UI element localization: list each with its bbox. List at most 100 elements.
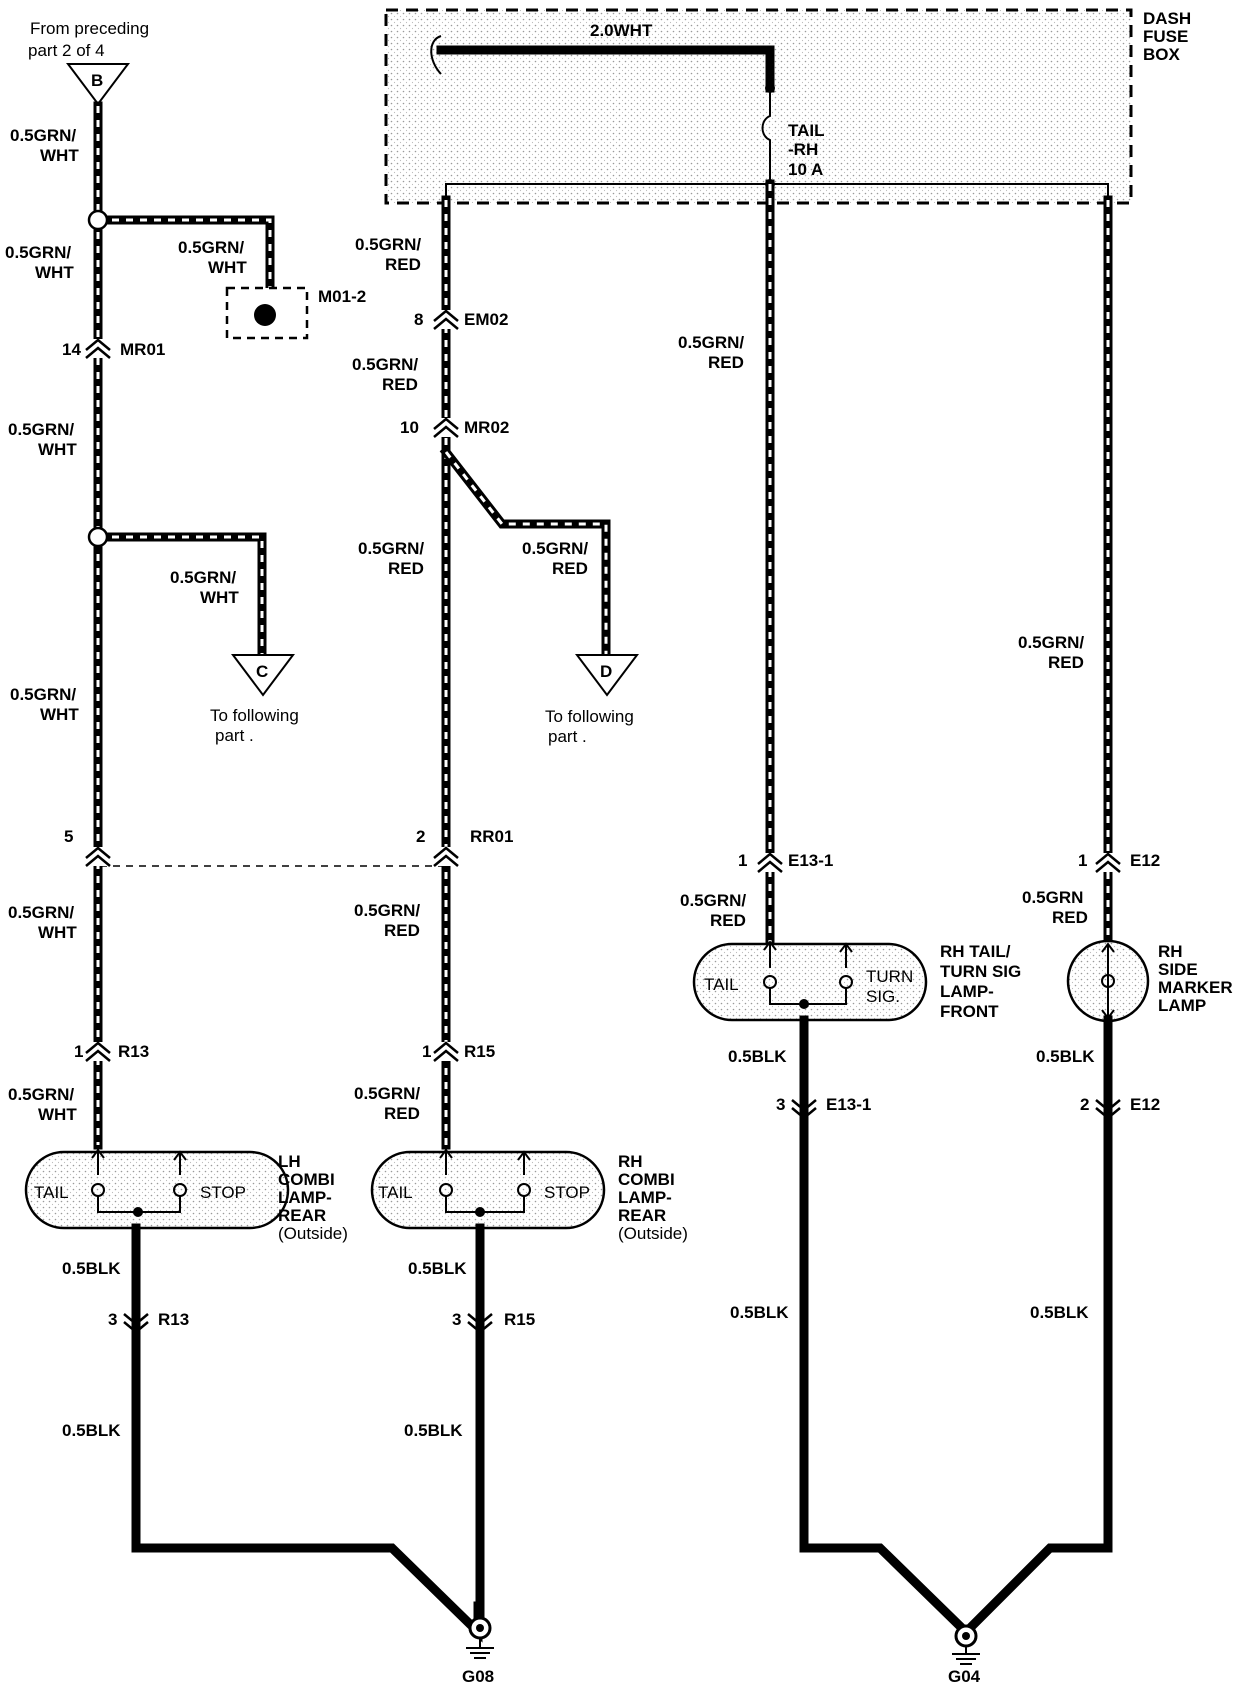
svg-text:0.5GRN/: 0.5GRN/	[354, 901, 420, 920]
wire-grn-red-side: 0.5GRN/ RED 0.5GRN RED	[1018, 195, 1113, 955]
svg-text:MR01: MR01	[120, 340, 165, 359]
svg-text:3: 3	[108, 1310, 117, 1329]
to-following-d-2: part .	[548, 727, 587, 746]
from-preceding-line2: part 2 of 4	[28, 41, 105, 60]
svg-text:TAIL: TAIL	[378, 1183, 413, 1202]
svg-text:0.5GRN/: 0.5GRN/	[8, 1085, 74, 1104]
svg-text:3: 3	[452, 1310, 461, 1329]
svg-text:RH: RH	[618, 1152, 643, 1171]
svg-text:2: 2	[416, 827, 425, 846]
svg-text:LAMP-: LAMP-	[618, 1188, 672, 1207]
svg-text:E13-1: E13-1	[826, 1095, 871, 1114]
ground-g04: G04	[948, 1624, 981, 1684]
svg-text:0.5GRN/: 0.5GRN/	[352, 355, 418, 374]
svg-text:WHT: WHT	[38, 440, 77, 459]
svg-text:14: 14	[62, 340, 81, 359]
svg-text:RED: RED	[385, 255, 421, 274]
wire-grn-red-rear	[439, 195, 611, 1150]
svg-text:0.5GRN/: 0.5GRN/	[680, 891, 746, 910]
svg-text:SIG.: SIG.	[866, 987, 900, 1006]
feed-wire	[436, 45, 775, 93]
svg-text:0.5BLK: 0.5BLK	[1030, 1303, 1089, 1322]
svg-text:0.5BLK: 0.5BLK	[62, 1421, 121, 1440]
svg-text:E13-1: E13-1	[788, 851, 833, 870]
splice-m01-2-label: M01-2	[318, 287, 366, 306]
svg-text:COMBI: COMBI	[278, 1170, 335, 1189]
svg-text:0.5BLK: 0.5BLK	[728, 1047, 787, 1066]
svg-text:RED: RED	[382, 375, 418, 394]
connector-d-label: D	[600, 662, 612, 681]
svg-text:RED: RED	[384, 921, 420, 940]
fuse-box-label-1: DASH	[1143, 9, 1191, 28]
from-preceding-ref: From preceding part 2 of 4 B	[28, 19, 149, 106]
svg-text:R13: R13	[118, 1042, 149, 1061]
svg-text:TURN: TURN	[866, 967, 913, 986]
svg-text:0.5GRN/: 0.5GRN/	[678, 333, 744, 352]
to-following-c-2: part .	[215, 726, 254, 745]
svg-text:COMBI: COMBI	[618, 1170, 675, 1189]
svg-text:RH TAIL/: RH TAIL/	[940, 942, 1011, 961]
rh-combi-lamp-rear: TAIL STOP RH COMBI LAMP- REAR (Outside)	[370, 1145, 688, 1243]
svg-text:RED: RED	[552, 559, 588, 578]
svg-text:TAIL: TAIL	[34, 1183, 69, 1202]
svg-text:R15: R15	[464, 1042, 495, 1061]
svg-text:RED: RED	[1048, 653, 1084, 672]
svg-text:0.5GRN/: 0.5GRN/	[358, 539, 424, 558]
svg-text:WHT: WHT	[35, 263, 74, 282]
rh-side-marker-lamp: RH SIDE MARKER LAMP	[1066, 939, 1233, 1023]
fuse-label-3: 10 A	[788, 160, 823, 179]
svg-text:R15: R15	[504, 1310, 535, 1329]
svg-text:1: 1	[74, 1042, 83, 1061]
svg-text:REAR: REAR	[618, 1206, 666, 1225]
fuse-box-bus	[445, 183, 1109, 200]
svg-text:STOP: STOP	[544, 1183, 590, 1202]
svg-text:EM02: EM02	[464, 310, 508, 329]
ground-g04-label: G04	[948, 1667, 981, 1684]
svg-text:E12: E12	[1130, 851, 1160, 870]
svg-text:WHT: WHT	[40, 705, 79, 724]
svg-text:RED: RED	[384, 1104, 420, 1123]
svg-text:RED: RED	[388, 559, 424, 578]
svg-text:1: 1	[1078, 851, 1087, 870]
svg-text:0.5GRN/: 0.5GRN/	[522, 539, 588, 558]
to-following-c-1: To following	[210, 706, 299, 725]
left-column-labels: 0.5GRN/ WHT 0.5GRN/ WHT 0.5GRN/ WHT 0.5G…	[5, 126, 247, 1124]
svg-text:0.5GRN/: 0.5GRN/	[8, 903, 74, 922]
fuse-label-1: TAIL	[788, 121, 825, 140]
svg-text:RH: RH	[1158, 942, 1183, 961]
svg-text:MARKER: MARKER	[1158, 978, 1233, 997]
wire-grn-red-front: 0.5GRN/ RED 0.5GRN/ RED	[678, 179, 775, 955]
wire-grn-wht-main	[87, 101, 275, 1150]
svg-text:TAIL: TAIL	[704, 975, 739, 994]
svg-text:0.5BLK: 0.5BLK	[408, 1259, 467, 1278]
svg-text:0.5GRN/: 0.5GRN/	[170, 568, 236, 587]
svg-text:LAMP-: LAMP-	[278, 1188, 332, 1207]
svg-text:RR01: RR01	[470, 827, 513, 846]
connector-d-ref: D To following part .	[545, 654, 639, 746]
feed-wire-terminal	[430, 35, 442, 75]
ground-g08-label: G08	[462, 1667, 494, 1684]
svg-text:0.5BLK: 0.5BLK	[1036, 1047, 1095, 1066]
svg-text:0.5GRN/: 0.5GRN/	[8, 420, 74, 439]
connector-c-label: C	[256, 662, 268, 681]
svg-text:0.5BLK: 0.5BLK	[730, 1303, 789, 1322]
ground-g08: G08	[462, 1616, 494, 1684]
svg-text:E12: E12	[1130, 1095, 1160, 1114]
connector-c-ref: C To following part .	[210, 654, 299, 745]
svg-text:1: 1	[422, 1042, 431, 1061]
svg-text:STOP: STOP	[200, 1183, 246, 1202]
to-following-d-1: To following	[545, 707, 634, 726]
feed-wire-label: 2.0WHT	[590, 21, 653, 40]
connector-labels: 14 MR01 8 EM02 10 MR02 5 2 RR01 1 R13 1 …	[62, 310, 1160, 1329]
svg-text:0.5GRN/: 0.5GRN/	[10, 126, 76, 145]
svg-text:WHT: WHT	[208, 258, 247, 277]
svg-text:0.5GRN/: 0.5GRN/	[1018, 633, 1084, 652]
connector-b-triangle	[66, 63, 130, 106]
rh-tail-turn-sig-lamp-front: TAIL TURN SIG. RH TAIL/ TURN SIG LAMP- F…	[692, 940, 1021, 1022]
fuse-box-label-3: BOX	[1143, 45, 1181, 64]
svg-text:0.5BLK: 0.5BLK	[404, 1421, 463, 1440]
lh-combi-lamp-rear: TAIL STOP LH COMBI LAMP- REAR (Outside)	[24, 1145, 348, 1243]
svg-text:0.5GRN/: 0.5GRN/	[355, 235, 421, 254]
svg-text:0.5BLK: 0.5BLK	[62, 1259, 121, 1278]
